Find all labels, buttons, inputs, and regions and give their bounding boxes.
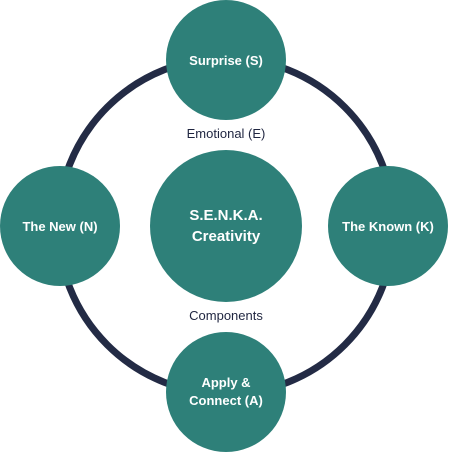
node-surprise: Surprise (S) bbox=[166, 0, 286, 120]
node-the-known-circle bbox=[328, 166, 448, 286]
node-surprise-circle bbox=[166, 0, 286, 120]
center-title-line1: S.E.N.K.A. bbox=[189, 207, 262, 224]
node-center-circle bbox=[150, 150, 302, 302]
node-apply-connect-label-line2: Connect (A) bbox=[189, 393, 263, 408]
label-components: Components bbox=[189, 308, 263, 323]
node-the-known-label: The Known (K) bbox=[342, 219, 434, 234]
label-emotional: Emotional (E) bbox=[187, 126, 266, 141]
node-the-known: The Known (K) bbox=[328, 166, 448, 286]
node-the-new-label: The New (N) bbox=[22, 219, 97, 234]
node-apply-connect-label-line1: Apply & bbox=[201, 375, 250, 390]
node-center-senka: S.E.N.K.A. Creativity bbox=[150, 150, 302, 302]
node-the-new: The New (N) bbox=[0, 166, 120, 286]
node-apply-connect: Apply & Connect (A) bbox=[166, 332, 286, 452]
node-the-new-circle bbox=[0, 166, 120, 286]
center-title-line2: Creativity bbox=[192, 228, 261, 245]
node-surprise-label: Surprise (S) bbox=[189, 53, 263, 68]
node-apply-connect-circle bbox=[166, 332, 286, 452]
